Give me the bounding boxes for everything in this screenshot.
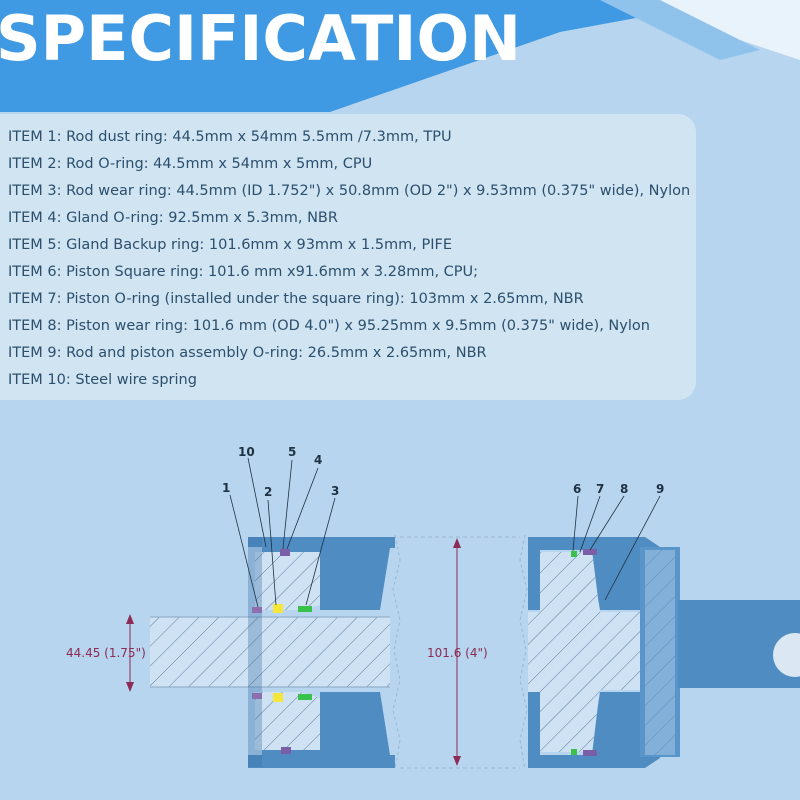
- header-blue-band: [0, 0, 800, 112]
- leader-7: [579, 495, 601, 553]
- leader-8: [589, 495, 625, 551]
- page-title: SPECIFICATION: [0, 2, 522, 75]
- callout-3: 3: [331, 484, 339, 498]
- end-cap-hatch: [645, 550, 675, 755]
- bore-diameter-label: 101.6 (4"): [427, 646, 488, 660]
- spec-item-3: ITEM 3: Rod wear ring: 44.5mm (ID 1.752"…: [8, 183, 691, 199]
- barrel-left-upper: [248, 537, 395, 610]
- leader-5: [282, 459, 293, 550]
- header-band: [0, 0, 800, 112]
- spec-item-10: ITEM 10: Steel wire spring: [8, 372, 197, 388]
- break-line-left: [392, 534, 401, 771]
- barrel-left-end: [248, 537, 262, 767]
- piston: [528, 552, 640, 752]
- spec-panel: [0, 114, 696, 400]
- callout-10: 10: [238, 445, 255, 459]
- seal-2-upper: [273, 604, 283, 613]
- leader-2: [267, 499, 277, 606]
- barrel-right-lower: [528, 692, 660, 768]
- callout-2: 2: [264, 485, 272, 499]
- piston-rod: [150, 617, 390, 687]
- spec-item-6: ITEM 6: Piston Square ring: 101.6 mm x91…: [8, 264, 479, 280]
- spec-item-7: ITEM 7: Piston O-ring (installed under t…: [8, 291, 584, 307]
- header-accent-stripe: [600, 0, 760, 60]
- dim-rod-arrow-top: [126, 614, 134, 624]
- barrel-left-lower: [248, 692, 395, 768]
- leader-1: [229, 494, 259, 608]
- spec-item-2: ITEM 2: Rod O-ring: 44.5mm x 54mm x 5mm,…: [8, 156, 373, 172]
- spec-item-8: ITEM 8: Piston wear ring: 101.6 mm (OD 4…: [8, 318, 650, 334]
- seal-8-upper: [583, 549, 597, 555]
- leader-10: [247, 457, 267, 548]
- seal-8-lower: [583, 750, 597, 756]
- dim-rod-arrow-bottom: [126, 682, 134, 692]
- callout-8: 8: [620, 482, 628, 496]
- callout-9: 9: [656, 482, 664, 496]
- seal-5-lower: [281, 747, 291, 754]
- seal-6-upper: [571, 551, 577, 557]
- callout-4: 4: [314, 453, 322, 467]
- seal-3-upper: [298, 606, 312, 612]
- seal-5-upper: [280, 549, 290, 556]
- gland-lower: [255, 692, 320, 750]
- clevis-hole: [773, 633, 800, 677]
- spec-item-9: ITEM 9: Rod and piston assembly O-ring: …: [8, 345, 487, 361]
- cylinder-cross-section: 1 2 3 4 5 10 6 7 8 9 44.45 (1.75") 101.6…: [66, 445, 800, 771]
- seal-1-lower: [252, 693, 262, 699]
- callout-7: 7: [596, 482, 604, 496]
- spec-item-4: ITEM 4: Gland O-ring: 92.5mm x 5.3mm, NB…: [8, 210, 338, 226]
- dim-bore-arrow-top: [453, 538, 461, 548]
- spec-item-5: ITEM 5: Gland Backup ring: 101.6mm x 93m…: [8, 237, 453, 253]
- leader-9: [604, 495, 661, 601]
- spec-list: ITEM 1: Rod dust ring: 44.5mm x 54mm 5.5…: [8, 124, 690, 394]
- leader-4: [286, 467, 319, 550]
- leader-6: [572, 495, 579, 552]
- seal-2-lower: [273, 693, 283, 702]
- leader-3: [305, 497, 336, 606]
- rod-diameter-label: 44.45 (1.75"): [66, 646, 146, 660]
- spec-item-1: ITEM 1: Rod dust ring: 44.5mm x 54mm 5.5…: [8, 129, 452, 145]
- seal-1-upper: [252, 607, 262, 613]
- callout-6: 6: [573, 482, 581, 496]
- dim-bore-arrow-bottom: [453, 756, 461, 766]
- seal-3-lower: [298, 694, 312, 700]
- break-line-right: [519, 534, 528, 771]
- barrel-right-upper: [528, 537, 660, 610]
- gland-upper: [255, 552, 320, 610]
- callout-1: 1: [222, 481, 230, 495]
- seal-6-lower: [571, 749, 577, 755]
- callout-5: 5: [288, 445, 296, 459]
